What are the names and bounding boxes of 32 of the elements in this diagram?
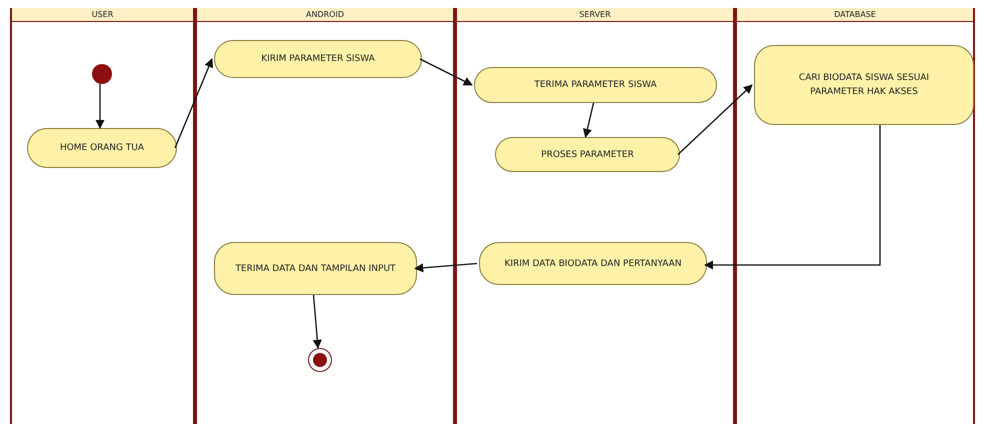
- activity-text: KIRIM DATA BIODATA DAN PERTANYAAN: [504, 258, 682, 270]
- activity-node: [27, 128, 177, 168]
- lane-title: SERVER: [579, 8, 611, 20]
- activity-text: TERIMA DATA DAN TAMPILAN INPUT: [235, 262, 396, 276]
- lane-title: DATABASE: [834, 8, 876, 20]
- arrow: [95, 84, 105, 129]
- activity-text: PROSES PARAMETER: [541, 148, 634, 162]
- arrow: [420, 58, 473, 86]
- arrow: [582, 102, 594, 138]
- swimlane: [455, 8, 735, 424]
- activity-text: HOME ORANG TUA: [60, 142, 144, 155]
- start-node: [92, 64, 112, 84]
- swimlane: [10, 8, 195, 424]
- activity-node: [495, 137, 680, 172]
- lane-title: USER: [92, 8, 114, 20]
- activity-text: KIRIM PARAMETER SISWA: [261, 53, 375, 66]
- arrow: [704, 125, 881, 270]
- swimlane: [735, 8, 975, 424]
- arrow: [678, 84, 753, 155]
- activity-node: [754, 45, 974, 125]
- activity-node: [214, 40, 422, 78]
- arrow: [312, 294, 322, 349]
- end-node: [308, 348, 332, 372]
- activity-text: CARI BIODATA SISWA SESUAI PARAMETER HAK AKSES: [798, 72, 930, 99]
- activity-text: TERIMA PARAMETER SISWA: [534, 79, 657, 92]
- arrow: [174, 58, 214, 148]
- activity-node: [214, 242, 417, 295]
- arrow: [414, 262, 478, 272]
- swimlane: [195, 8, 455, 424]
- lane-title: ANDROID: [306, 8, 344, 20]
- activity-node: [479, 242, 707, 285]
- activity-node: [474, 67, 717, 103]
